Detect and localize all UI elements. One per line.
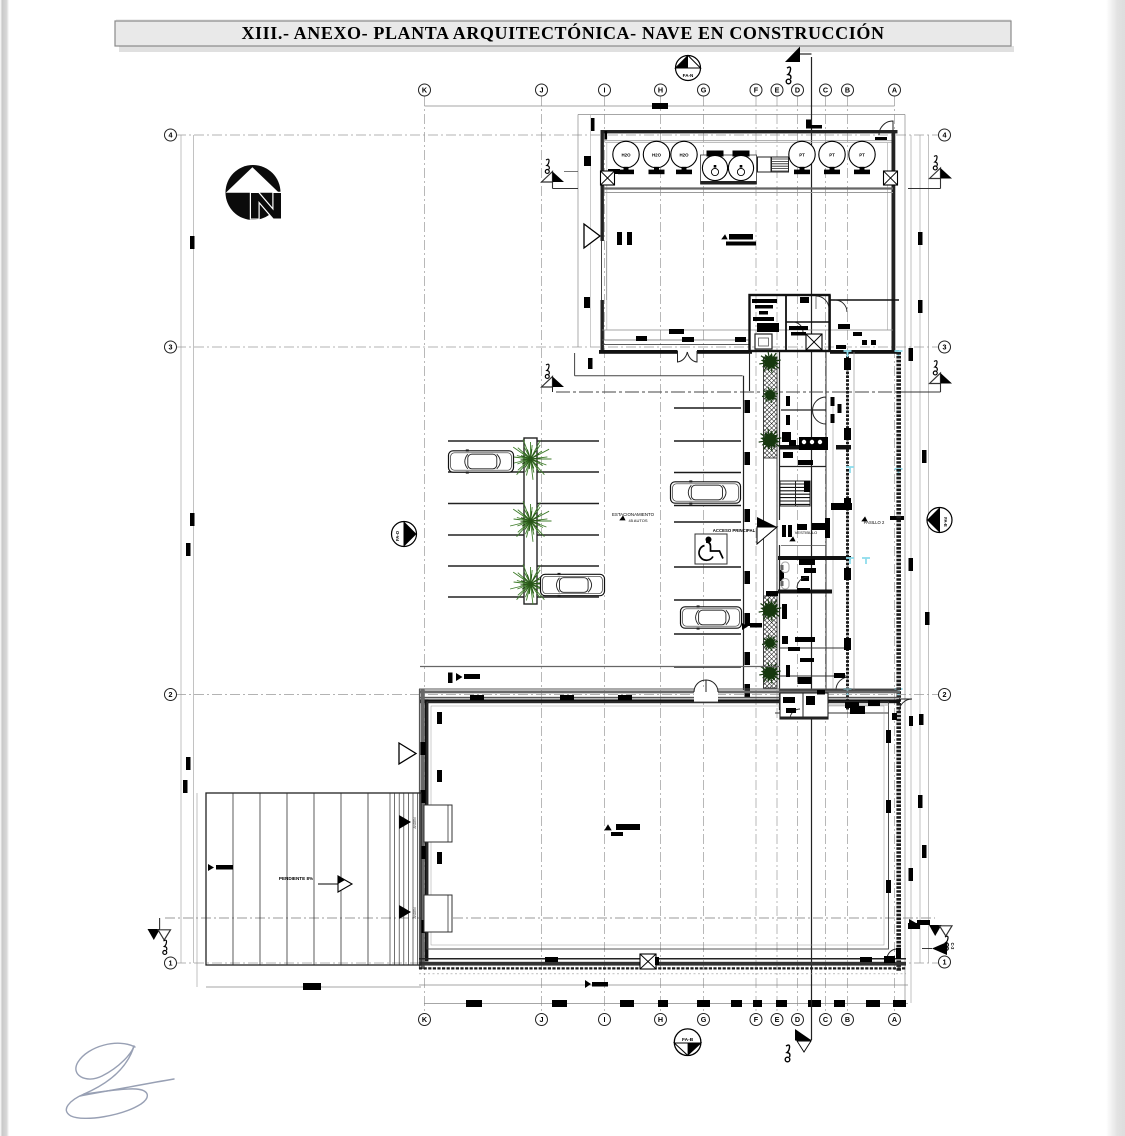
svg-text:G: G: [701, 1015, 707, 1024]
svg-text:F: F: [754, 1015, 759, 1024]
svg-text:H: H: [658, 1015, 663, 1024]
svg-text:I: I: [604, 86, 606, 95]
svg-text:VESTIBULO: VESTIBULO: [795, 530, 817, 535]
svg-text:F: F: [754, 86, 759, 95]
svg-text:1: 1: [169, 959, 173, 968]
svg-text:2: 2: [943, 690, 947, 699]
svg-text:1: 1: [943, 958, 947, 967]
svg-text:G: G: [701, 86, 707, 95]
svg-text:FA-N: FA-N: [683, 73, 694, 78]
svg-text:XIII.- ANEXO- PLANTA ARQUITECT: XIII.- ANEXO- PLANTA ARQUITECTÓNICA- NAV…: [241, 22, 884, 43]
svg-text:PT: PT: [829, 153, 835, 158]
svg-text:H: H: [658, 86, 663, 95]
svg-text:D: D: [795, 86, 800, 95]
svg-text:PASILLO 2: PASILLO 2: [864, 520, 885, 525]
svg-text:C: C: [823, 86, 828, 95]
svg-text:FA-B: FA-B: [682, 1037, 694, 1043]
svg-text:PT: PT: [859, 153, 865, 158]
svg-text:D: D: [795, 1015, 800, 1024]
svg-text:A: A: [892, 86, 897, 95]
svg-text:H2O: H2O: [679, 153, 689, 158]
svg-text:3: 3: [169, 343, 173, 352]
svg-text:ESTACIONAMIENTO: ESTACIONAMIENTO: [612, 512, 655, 517]
svg-text:A: A: [892, 1015, 897, 1024]
svg-text:B: B: [845, 86, 850, 95]
svg-text:E: E: [775, 86, 780, 95]
svg-text:3: 3: [943, 343, 947, 352]
svg-text:PT: PT: [799, 153, 805, 158]
svg-text:I: I: [604, 1015, 606, 1024]
svg-text:4: 4: [943, 131, 947, 140]
svg-text:4: 4: [169, 131, 173, 140]
svg-text:2: 2: [169, 690, 173, 699]
svg-text:PENDIENTE 8%: PENDIENTE 8%: [279, 876, 313, 881]
svg-text:C: C: [823, 1015, 828, 1024]
svg-text:45 AUTOS: 45 AUTOS: [628, 518, 647, 523]
svg-text:B: B: [845, 1015, 850, 1024]
svg-text:K: K: [422, 86, 428, 95]
svg-text:E: E: [775, 1015, 780, 1024]
svg-text:K: K: [422, 1015, 428, 1024]
svg-text:C-3: C-3: [950, 943, 955, 950]
svg-text:FA-E: FA-E: [943, 517, 948, 527]
svg-text:J: J: [540, 86, 544, 95]
svg-text:FA-O: FA-O: [395, 530, 400, 541]
svg-text:ANDEN: ANDEN: [413, 907, 417, 919]
svg-text:ANDEN: ANDEN: [413, 817, 417, 829]
svg-text:J: J: [540, 1015, 544, 1024]
svg-text:ACCESO PRINCIPAL: ACCESO PRINCIPAL: [713, 528, 756, 533]
svg-text:H2O: H2O: [621, 153, 631, 158]
svg-text:H2O: H2O: [652, 153, 662, 158]
